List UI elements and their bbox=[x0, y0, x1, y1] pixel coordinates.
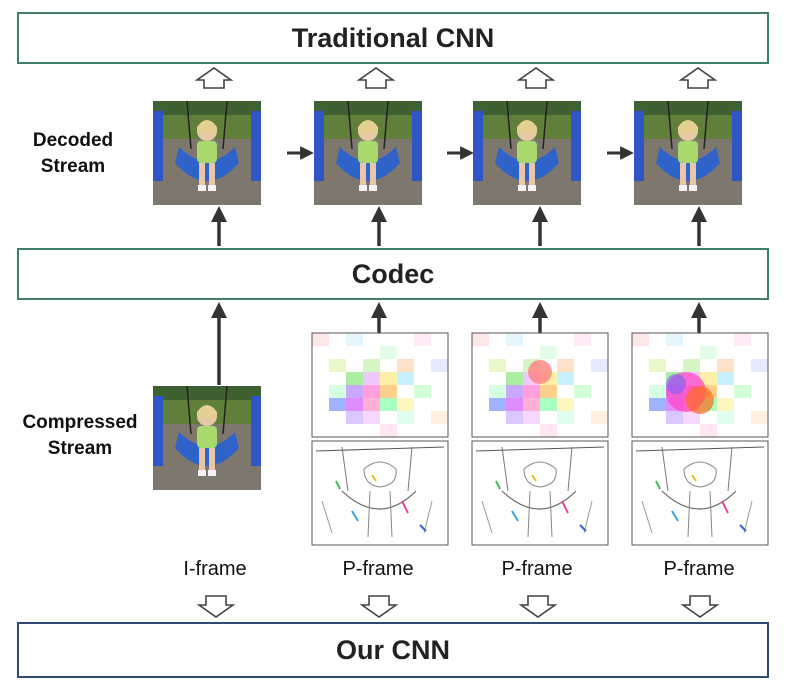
hollow-down-arrow-1 bbox=[196, 595, 236, 618]
hollow-down-arrow-2 bbox=[359, 595, 399, 618]
i-frame-image bbox=[153, 386, 261, 490]
decoded-frame-2 bbox=[314, 101, 422, 205]
hollow-up-arrow-2 bbox=[356, 67, 396, 89]
traditional-cnn-box: Traditional CNN bbox=[17, 12, 769, 64]
hollow-down-arrow-4 bbox=[680, 595, 720, 618]
decoded-stream-label: Decoded Stream bbox=[32, 130, 114, 177]
residual-map-2 bbox=[472, 441, 608, 545]
hollow-down-arrow-3 bbox=[518, 595, 558, 618]
compressed-up-arrows bbox=[210, 301, 708, 385]
frame-label-p1: P-frame bbox=[342, 558, 414, 580]
motion-vector-map-1 bbox=[312, 333, 448, 437]
decoded-frame-1 bbox=[153, 101, 261, 205]
residual-maps bbox=[311, 440, 769, 546]
frame-label-i: I-frame bbox=[183, 558, 247, 580]
frame-label-p3: P-frame bbox=[663, 558, 735, 580]
codec-label: Codec bbox=[351, 258, 435, 289]
residual-map-1 bbox=[312, 441, 448, 545]
hollow-up-arrow-4 bbox=[678, 67, 718, 89]
hollow-up-arrow-1 bbox=[194, 67, 234, 89]
motion-vector-maps bbox=[311, 332, 769, 438]
residual-map-3 bbox=[632, 441, 768, 545]
our-cnn-label: Our CNN bbox=[336, 634, 450, 665]
hollow-up-arrow-3 bbox=[516, 67, 556, 89]
hollow-down-arrows bbox=[196, 595, 720, 618]
hollow-up-arrows bbox=[194, 67, 718, 89]
motion-vector-map-2 bbox=[472, 333, 608, 437]
codec-up-arrows bbox=[210, 205, 708, 246]
traditional-cnn-label: Traditional CNN bbox=[291, 22, 495, 53]
frame-label-p2: P-frame bbox=[501, 558, 573, 580]
codec-box: Codec bbox=[17, 248, 769, 300]
our-cnn-box: Our CNN bbox=[17, 622, 769, 678]
decoded-frame-3 bbox=[473, 101, 581, 205]
decoded-frame-4 bbox=[634, 101, 742, 205]
compressed-stream-label: Compressed Stream bbox=[22, 412, 138, 459]
